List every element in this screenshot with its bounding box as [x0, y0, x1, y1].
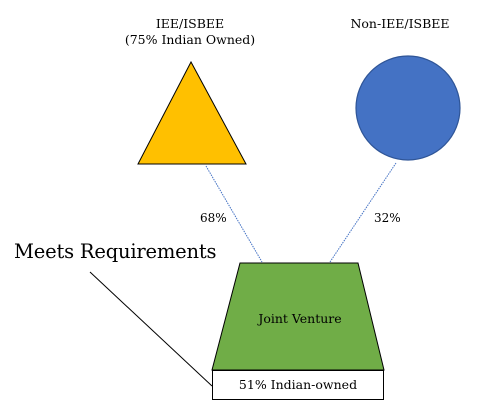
iee-title-line2: (75% Indian Owned): [124, 32, 256, 47]
iee-share-label: 68%: [200, 211, 227, 225]
iee-title: IEE/ISBEE (75% Indian Owned): [108, 16, 272, 48]
iee-title-line1: IEE/ISBEE: [155, 16, 225, 31]
non-iee-circle: [355, 55, 461, 161]
meets-requirements-callout: Meets Requirements: [14, 240, 217, 263]
ownership-result-box: 51% Indian-owned: [212, 370, 384, 400]
iee-triangle: [137, 60, 247, 165]
connector-iee-to-jv: [205, 165, 263, 263]
ownership-result-label: 51% Indian-owned: [238, 377, 358, 392]
non-iee-title: Non-IEE/ISBEE: [350, 16, 450, 31]
non-iee-share-label: 32%: [374, 211, 401, 225]
joint-venture-label: Joint Venture: [258, 311, 342, 326]
joint-venture-trapezoid: [211, 262, 385, 371]
callout-pointer-line: [89, 271, 213, 387]
